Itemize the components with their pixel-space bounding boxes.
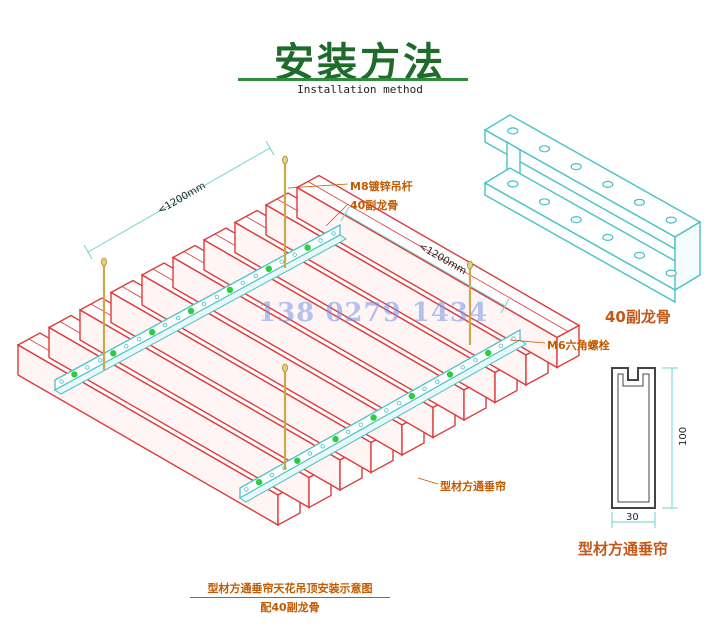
rod-top-nut	[467, 260, 473, 270]
keel-bolt	[294, 457, 301, 464]
keel-detail-hole	[665, 269, 677, 277]
keel-flange	[54, 234, 347, 395]
keel-bar	[239, 328, 527, 503]
keel-hole	[435, 379, 440, 384]
keel-bolt	[110, 350, 117, 357]
keel-detail-hole	[538, 145, 551, 153]
baffle-group	[16, 174, 581, 527]
keel-hole	[358, 422, 364, 427]
keel-hole	[244, 487, 249, 492]
keel-hole	[279, 259, 284, 264]
keel-bar	[54, 223, 347, 395]
keel-detail-hole	[633, 198, 646, 206]
rod-top-nut	[282, 155, 288, 165]
profile-section-drawing	[611, 367, 678, 528]
keel-bolt	[255, 479, 263, 486]
hanging-rod	[101, 257, 107, 370]
keel-hole	[384, 408, 389, 413]
baffle-groove	[307, 181, 569, 332]
keel-bolt	[332, 435, 339, 443]
keel-hole	[292, 252, 297, 257]
callout-rod: M8镀锌吊杆	[350, 180, 413, 193]
keel-hole	[175, 315, 181, 321]
caption-divider	[190, 597, 390, 598]
keel-detail-hole	[633, 251, 646, 259]
keel-group	[54, 223, 527, 503]
watermark-phone: 138 0279 1434	[258, 298, 489, 328]
baffle-end-face	[556, 324, 580, 369]
profile-height-label: 100	[678, 427, 689, 446]
title-underline	[238, 78, 468, 81]
keel-hole	[498, 343, 504, 348]
keel-detail-hole	[602, 180, 614, 188]
keel-bolt	[446, 371, 454, 378]
keel-bolt	[265, 265, 272, 272]
keel-detail-hole	[665, 216, 677, 224]
leader-lines	[287, 183, 546, 485]
keel-hole	[346, 429, 351, 435]
keel-bolt	[485, 349, 492, 357]
keel-hole	[253, 273, 258, 278]
rod-top-nut	[282, 363, 288, 373]
keel-detail-hole	[538, 198, 551, 206]
callout-baffle: 型材方通垂帘	[440, 480, 506, 493]
diagram-caption: 型材方通垂帘天花吊顶安装示意图 配40副龙骨	[170, 580, 410, 615]
keel-hole	[307, 451, 313, 456]
keel-bolt	[71, 371, 78, 378]
keel-hole	[269, 472, 274, 478]
keel-hole	[214, 294, 220, 300]
page-subtitle: Installation method	[297, 83, 423, 96]
keel-hole	[59, 379, 64, 384]
profile-width-label: 30	[626, 512, 639, 523]
hanging-rod	[282, 363, 288, 470]
hanging-rod	[467, 260, 473, 345]
keel-bolt	[187, 307, 195, 315]
rod-top-nut	[101, 257, 107, 267]
caption-line-1: 型材方通垂帘天花吊顶安装示意图	[207, 582, 373, 595]
rod-group	[101, 155, 473, 470]
keel-bolt	[370, 414, 377, 421]
keel-hole	[162, 322, 168, 328]
keel-hole	[124, 344, 129, 349]
keel-hole	[473, 357, 478, 363]
keel-detail-hole	[570, 216, 582, 224]
dimension-span-b	[340, 206, 510, 314]
keel-hole	[318, 238, 323, 243]
keel-detail-hole	[507, 127, 519, 135]
keel-hole	[331, 231, 336, 236]
caption-line-2: 配40副龙骨	[260, 601, 320, 614]
keel-bolt	[304, 244, 311, 251]
keel-hole	[460, 365, 465, 370]
keel-detail-hole	[570, 163, 582, 171]
keel-detail-hole	[507, 180, 519, 188]
keel-bolt	[226, 286, 234, 294]
keel-hole	[136, 337, 142, 342]
callout-keel: 40副龙骨	[350, 199, 399, 212]
dimension-span-a-label: <1200mm	[156, 180, 208, 216]
keel-hole	[85, 365, 90, 370]
profile-detail-title: 型材方通垂帘	[578, 540, 669, 558]
keel-hole	[201, 301, 207, 307]
keel-detail-holes	[507, 127, 677, 277]
keel-flange	[239, 339, 527, 503]
keel-detail-title: 40副龙骨	[605, 308, 671, 326]
keel-hole	[422, 386, 427, 392]
keel-hole	[98, 358, 103, 363]
hanging-rod	[282, 155, 288, 268]
keel-bolt	[408, 392, 415, 400]
callout-bolt: M6六角螺栓	[547, 339, 610, 352]
keel-hole	[240, 280, 245, 285]
keel-hole	[396, 401, 402, 406]
keel-detail-hole	[602, 233, 614, 241]
dimension-span-a	[83, 140, 275, 260]
keel-detail-drawing	[483, 114, 702, 304]
keel-hole	[320, 444, 325, 449]
keel-bolt	[148, 329, 156, 336]
